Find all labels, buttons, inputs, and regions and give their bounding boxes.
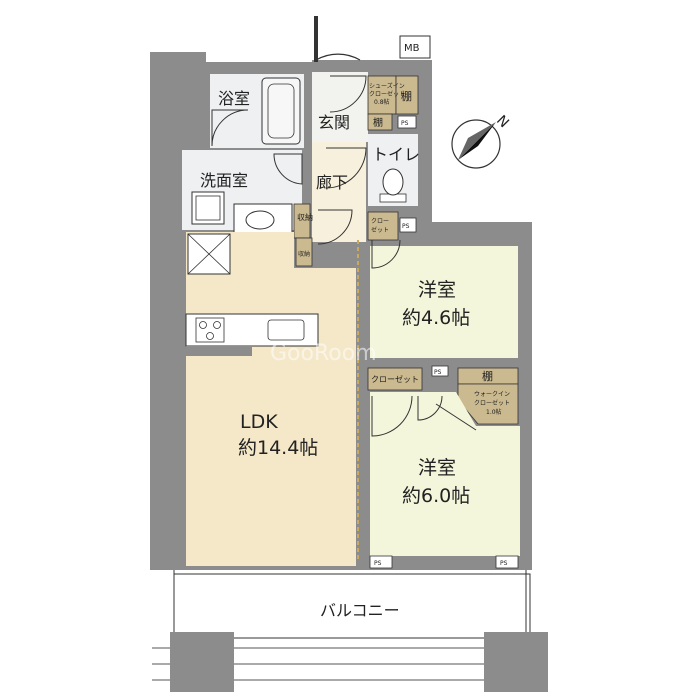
kitchen-sink (267, 319, 305, 341)
vanity-counter (233, 203, 293, 235)
label-shelf-upper: 棚 (401, 89, 412, 103)
entrance-door-leaf (314, 16, 318, 62)
western2-floor (370, 392, 520, 556)
label-toilet: トイレ (372, 145, 420, 164)
label-wic-shelf: 棚 (482, 369, 493, 383)
label-ps-western1: PS (434, 369, 442, 376)
burner-2 (213, 321, 221, 329)
toilet-bowl (382, 168, 404, 196)
label-wic-1: ウォークイン (474, 390, 510, 398)
wall-corner-notch (150, 52, 180, 98)
corridor-floor (312, 142, 366, 242)
door-washroom (273, 153, 303, 185)
compass-needle-tail (458, 122, 496, 160)
balcony-area (173, 573, 531, 639)
label-ps-bottom-left: PS (374, 560, 382, 567)
label-mb: MB (404, 43, 420, 54)
ps-western1 (431, 365, 449, 377)
label-ps-entrance: PS (401, 120, 409, 127)
label-ldk-size: 約14.4帖 (238, 437, 318, 459)
label-washroom: 洗面室 (200, 171, 248, 190)
door-ldk (317, 209, 353, 245)
label-storage-upper: 収納 (297, 212, 313, 222)
label-closet-small-2: ゼット (371, 226, 389, 234)
door-bath (211, 109, 249, 147)
ps-corridor (399, 217, 417, 233)
western1-floor (370, 246, 518, 358)
burner-1 (199, 321, 207, 329)
balcony-pillar-right (484, 632, 548, 692)
balcony-pillar-left (170, 632, 234, 692)
label-western2-name: 洋室 (418, 457, 456, 479)
door-shoes (329, 75, 367, 113)
label-shoes-closet-1: シューズイン (369, 82, 405, 90)
ldk-floor (186, 232, 356, 566)
door-toilet (325, 147, 367, 189)
bathtub-inner (267, 83, 295, 139)
label-shoes-closet-2: クローゼット (369, 90, 405, 98)
label-western2-size: 約6.0帖 (402, 485, 470, 507)
shelf-upper (395, 75, 419, 115)
closet-small (367, 211, 399, 241)
kitchen-wall-stub (186, 346, 252, 356)
compass-n: N (493, 113, 512, 132)
label-corridor: 廊下 (316, 173, 348, 192)
label-bath: 浴室 (218, 89, 250, 108)
door-closet2-left (371, 395, 413, 437)
label-western1-size: 約4.6帖 (402, 307, 470, 329)
vanity-sink (245, 210, 275, 230)
label-western1-name: 洋室 (418, 279, 456, 301)
door-closet2-right (417, 395, 443, 421)
label-shelf-lower: 棚 (373, 116, 383, 129)
label-closet-bedroom2: クローゼット (371, 374, 419, 384)
storage-lower (295, 237, 313, 267)
fridge-cross-b (187, 233, 231, 275)
door-entrance (315, 16, 361, 62)
label-wic-size: 1.0帖 (486, 408, 502, 416)
label-storage-lower: 収納 (298, 250, 310, 258)
washing-machine (191, 191, 225, 225)
ps-bottom-left (369, 555, 393, 569)
label-balcony: バルコニー (320, 601, 400, 620)
entrance-floor (312, 72, 368, 142)
label-closet-small-1: クロー (371, 218, 389, 225)
cooktop (195, 317, 225, 343)
shelf-lower (367, 113, 393, 131)
closet-bedroom2 (367, 367, 423, 391)
compass: N (451, 113, 512, 169)
label-shoes-closet-size: 0.8帖 (374, 98, 390, 106)
label-ps-corridor: PS (402, 223, 410, 230)
label-wic-2: クローゼット (474, 399, 510, 407)
watermark: GooRoom (270, 341, 377, 366)
mb-box (399, 35, 431, 59)
label-entrance: 玄関 (318, 113, 350, 132)
washing-machine-inner (195, 195, 221, 221)
burner-3 (206, 332, 214, 340)
label-ldk-name: LDK (240, 411, 278, 433)
door-wic (435, 403, 477, 431)
ps-entrance (397, 115, 417, 129)
door-western1 (371, 239, 401, 269)
bathtub (261, 77, 301, 145)
label-ps-bottom-right: PS (500, 560, 508, 567)
ps-bottom-right (495, 555, 519, 569)
